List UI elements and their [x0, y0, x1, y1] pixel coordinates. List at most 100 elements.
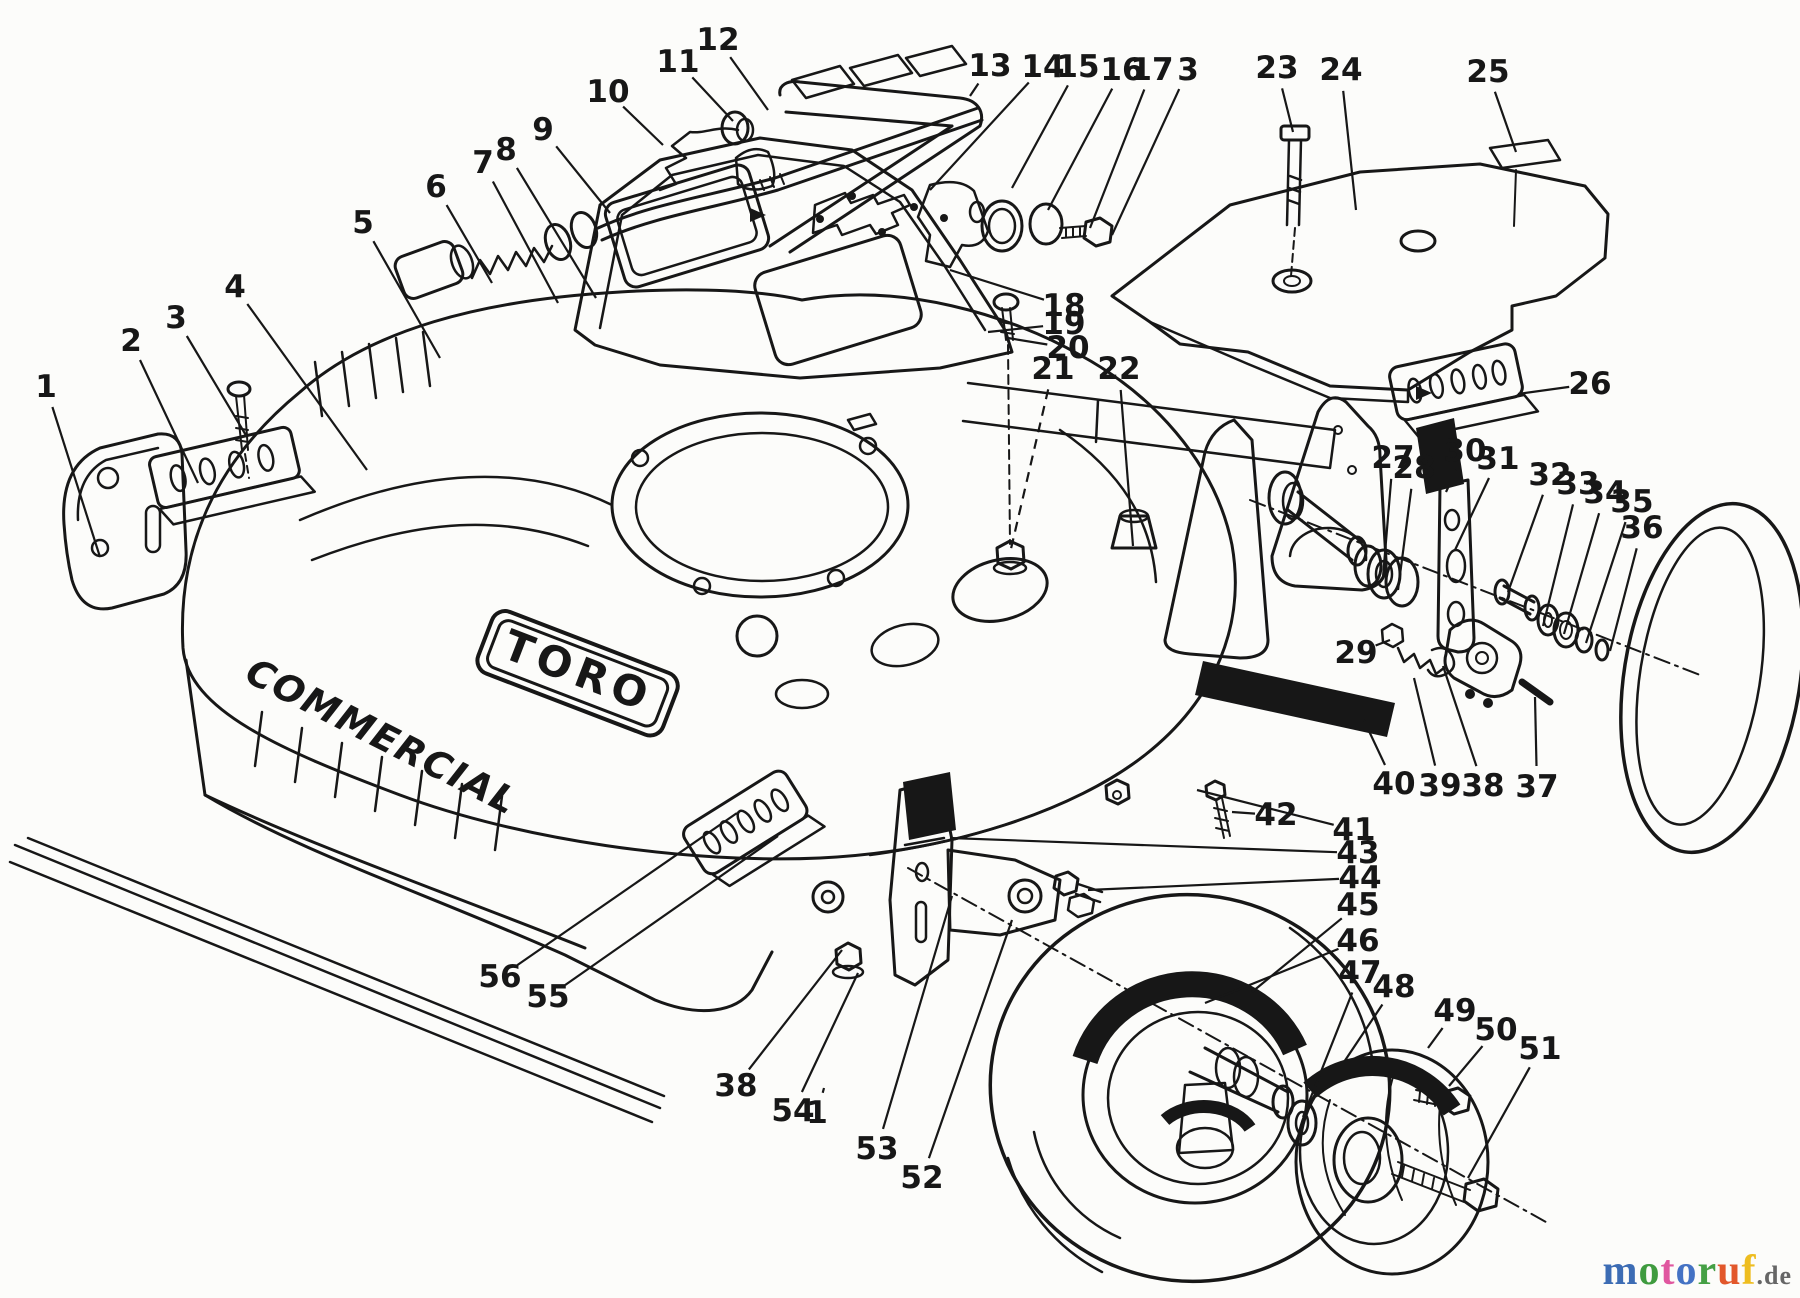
callout-leader-52: [927, 919, 1014, 1159]
callout-leader-10: [622, 105, 664, 146]
callout-leader-11: [691, 76, 734, 122]
callout-number-31: 31: [1476, 441, 1519, 477]
callout-leader-1: [51, 406, 102, 558]
callout-number-5: 5: [352, 205, 374, 241]
callout-number-51: 51: [1518, 1031, 1561, 1067]
callout-number-52: 52: [900, 1160, 943, 1196]
left-brackets: [62, 380, 316, 611]
callout-leader-18: [949, 268, 1045, 301]
callout-leader-21: [1008, 389, 1050, 554]
callout-leader-30: [1445, 469, 1458, 493]
callout-number-29: 29: [1334, 635, 1377, 671]
callout-leader-5: [372, 240, 441, 359]
callout-number-30: 30: [1443, 433, 1486, 469]
callout-number-47: 47: [1338, 955, 1381, 991]
rubber-strip-40: [1195, 661, 1395, 737]
callout-leader-28: [1396, 488, 1413, 591]
watermark-letter: f: [1741, 1248, 1757, 1294]
callout-number-8: 8: [495, 132, 517, 168]
callout-leader-9: [555, 145, 611, 214]
callout-number-2: 2: [120, 323, 142, 359]
callout-number-20: 20: [1046, 330, 1089, 366]
callout-number-35: 35: [1610, 484, 1653, 520]
callout-number-55: 55: [526, 979, 569, 1015]
callout-leader-32: [1506, 494, 1544, 593]
cover-plate: [1110, 124, 1610, 404]
callout-leader-2: [139, 359, 199, 484]
callout-leader-37: [1533, 696, 1538, 767]
callout-leader-15: [1011, 84, 1069, 189]
callout-leader-4: [246, 303, 368, 471]
toro-logo-plate: TORO: [475, 609, 680, 738]
callout-number-28: 28: [1392, 450, 1435, 486]
callout-leader-41: [1196, 788, 1334, 826]
callout-number-16: 16: [1100, 52, 1143, 88]
callout-number-24: 24: [1319, 52, 1362, 88]
callout-leader-16: [1047, 88, 1114, 211]
black-filled-parts: [750, 192, 1493, 1132]
callout-number-34: 34: [1583, 475, 1626, 511]
callout-leader-42: [1231, 810, 1256, 815]
callout-leader-56: [516, 812, 738, 967]
callout-leader-54: [800, 972, 859, 1093]
callout-number-10: 10: [586, 74, 629, 110]
callout-leader-1: [821, 1087, 826, 1094]
callout-number-46: 46: [1336, 923, 1379, 959]
callout-number-17: 17: [1130, 52, 1173, 88]
callout-number-42: 42: [1254, 797, 1297, 833]
callout-leader-45: [1251, 917, 1343, 993]
callout-leader-38: [748, 949, 843, 1071]
callout-leader-46: [1204, 947, 1339, 1005]
callout-leader-29: [1375, 638, 1391, 647]
handle-rack-and-cable: [393, 44, 1114, 300]
callout-leader-23: [1281, 88, 1295, 133]
callout-leader-22: [1119, 389, 1135, 547]
callout-number-15: 15: [1056, 49, 1099, 85]
callout-leader-33: [1541, 504, 1575, 627]
callout-number-33: 33: [1556, 466, 1599, 502]
callout-leader-38: [1441, 665, 1478, 767]
slotted-adjuster-brackets: [682, 342, 1540, 888]
callout-number-45: 45: [1336, 887, 1379, 923]
callout-leader-20: [1007, 336, 1048, 346]
callout-number-12: 12: [696, 22, 739, 58]
callout-leader-53: [881, 895, 954, 1130]
blade-housing-ring: [610, 411, 1049, 710]
callout-leader-51: [1467, 1066, 1531, 1179]
callout-number-50: 50: [1474, 1012, 1517, 1048]
callout-number-21: 21: [1031, 351, 1074, 387]
engine-mount-plate: [573, 136, 1337, 470]
callout-leader-17: [1088, 89, 1146, 229]
callout-number-54: 54: [771, 1093, 814, 1129]
callout-number-40: 40: [1372, 766, 1415, 802]
rear-tire: [1619, 501, 1800, 855]
callout-leader-48: [1343, 1003, 1384, 1063]
callout-leader-14: [929, 81, 1030, 191]
callout-number-3: 3: [165, 300, 187, 336]
callout-number-9: 9: [532, 112, 554, 148]
callout-number-48: 48: [1372, 969, 1415, 1005]
watermark-letter: o: [1638, 1248, 1661, 1294]
callout-number-11: 11: [656, 44, 699, 80]
callout-leader-36: [1608, 548, 1638, 652]
callout-number-49: 49: [1433, 993, 1476, 1029]
callout-number-4: 4: [224, 269, 246, 305]
callout-leader-6: [445, 204, 493, 284]
watermark-letter: r: [1697, 1248, 1718, 1294]
callout-leader-3: [185, 335, 248, 438]
callout-number-23: 23: [1255, 50, 1298, 86]
callout-leader-25: [1493, 91, 1518, 153]
callout-leader-35: [1584, 521, 1627, 644]
watermark-letter: m: [1602, 1248, 1639, 1294]
callout-leader-8: [515, 167, 597, 299]
callout-number-53: 53: [855, 1131, 898, 1167]
callout-number-38: 38: [714, 1068, 757, 1104]
callout-leader-40: [1359, 711, 1386, 766]
watermark-letter: u: [1717, 1248, 1742, 1294]
callout-leader-3: [1111, 88, 1181, 236]
rear-axle-assembly: [1163, 396, 1610, 706]
callout-number-56: 56: [478, 959, 521, 995]
commercial-text: COMMERCIAL: [239, 650, 525, 824]
